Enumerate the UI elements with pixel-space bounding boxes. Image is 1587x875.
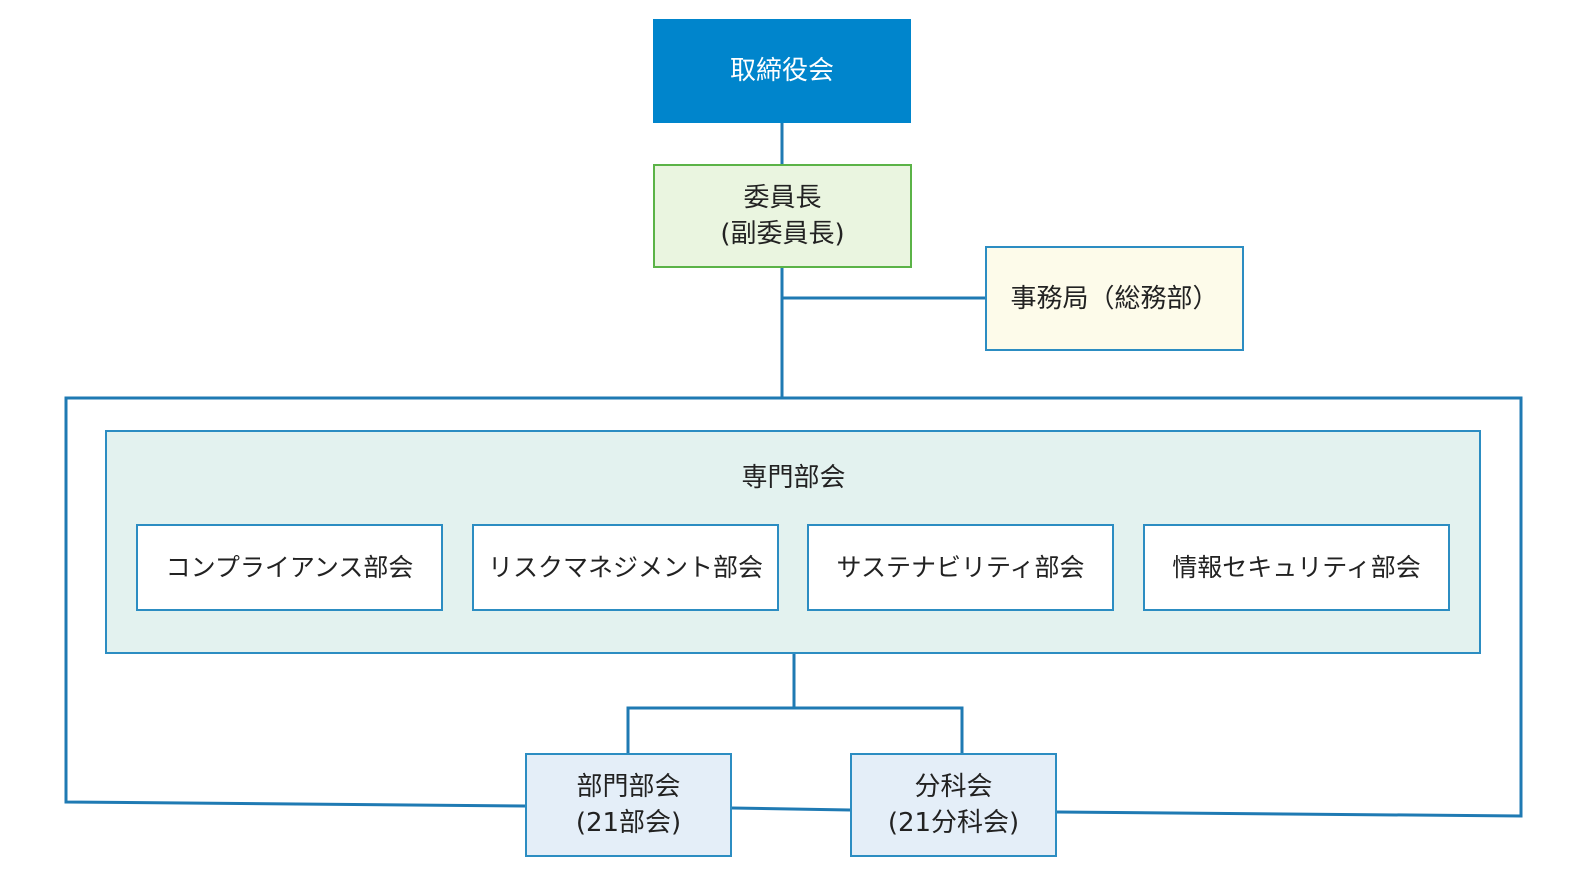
- secretariat-box: 事務局（総務部）: [985, 246, 1244, 351]
- chair-label: 委員長: [743, 183, 822, 213]
- information-security-committee-box: 情報セキュリティ部会: [1143, 524, 1450, 611]
- board-of-directors-box: 取締役会: [653, 19, 911, 123]
- secretariat-label: 事務局（総務部）: [1010, 283, 1219, 314]
- department-committee-label: 部門部会: [576, 772, 681, 802]
- information-security-committee-label: 情報セキュリティ部会: [1172, 552, 1421, 582]
- chairperson-box: 委員長 (副委員長): [653, 164, 912, 268]
- split-bracket-line: [626, 706, 964, 753]
- compliance-committee-box: コンプライアンス部会: [136, 524, 443, 611]
- vice-chair-label: (副委員長): [720, 219, 845, 249]
- board-label: 取締役会: [729, 56, 834, 86]
- sustainability-committee-label: サステナビリティ部会: [836, 552, 1085, 582]
- outer-frame-line: [64, 396, 1523, 818]
- risk-management-committee-label: リスクマネジメント部会: [487, 552, 763, 582]
- special-committee-title: 専門部会: [741, 463, 846, 493]
- compliance-committee-label: コンプライアンス部会: [165, 552, 414, 582]
- bottom-link-line: [731, 806, 851, 812]
- subject-committee-label: 分科会: [914, 772, 993, 802]
- department-committee-count: (21部会): [575, 808, 682, 838]
- subject-committee-count: (21分科会): [887, 808, 1020, 838]
- risk-management-committee-box: リスクマネジメント部会: [472, 524, 779, 611]
- sustainability-committee-box: サステナビリティ部会: [807, 524, 1114, 611]
- subject-committee-box: 分科会 (21分科会): [850, 753, 1057, 857]
- department-committee-box: 部門部会 (21部会): [525, 753, 732, 857]
